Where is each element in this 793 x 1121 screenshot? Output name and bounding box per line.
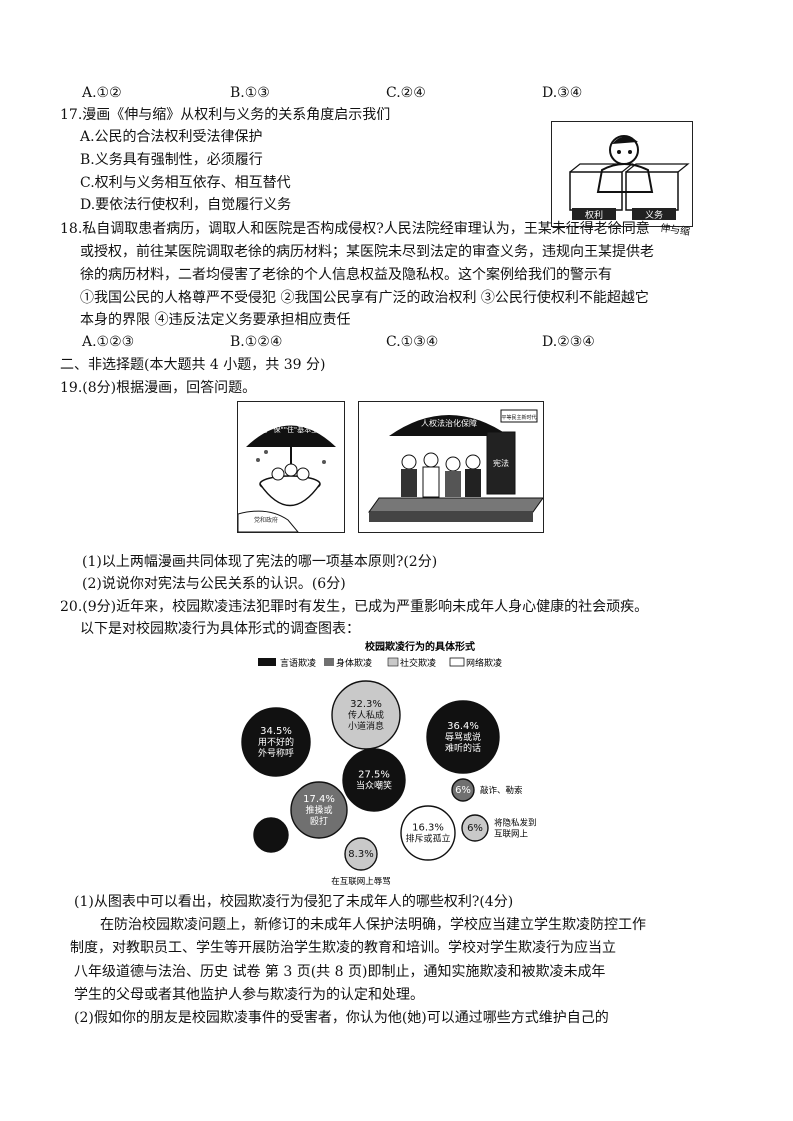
q18-line-5: 本身的界限 ④违反法定义务要承担相应责任 xyxy=(80,312,351,328)
constitution-book-label: 宪法 xyxy=(493,458,509,468)
q17-cartoon: 权利 义务 xyxy=(551,121,693,227)
bubble-side-label-7: 将隐私发到 xyxy=(494,818,537,829)
bubble-value-3: 27.5% xyxy=(358,770,390,781)
q18-option-d: D.②③④ xyxy=(542,334,595,350)
bubble-side-label-7: 互联网上 xyxy=(494,830,529,840)
q18-option-b: B.①②④ xyxy=(230,334,283,350)
cartoon-umbrella-people: 人权法治化保障 平等民主新时代 宪法 xyxy=(368,409,543,522)
bubble-side-label-4: 敲诈、勒索 xyxy=(480,785,523,796)
q20-sub-2: (2)假如你的朋友是校园欺凌事件的受害者，你认为他(她)可以通过哪些方式维护自己… xyxy=(74,1010,609,1026)
q18-line-2: 或授权，前往某医院调取老徐的病历材料；某医院未尽到法定的审查义务，违规向王某提供… xyxy=(80,244,654,260)
cartoon-label-rights: 权利 xyxy=(585,209,603,221)
q18-line-3: 徐的病历材料，二者均侵害了老徐的个人信息权益及隐私权。这个案例给我们的警示有 xyxy=(80,267,612,283)
board-text: 平等民主新时代 xyxy=(501,414,536,421)
chart-title: 校园欺凌行为的具体形式 xyxy=(365,640,475,653)
bubble-0 xyxy=(331,680,401,750)
cartoon-label-duties: 义务 xyxy=(645,209,663,221)
q19-stem: 19.(8分)根据漫画，回答问题。 xyxy=(60,380,257,396)
q19-cartoon-1: "低""保""住"基本生活 党和政府 xyxy=(237,401,345,533)
q18-option-c: C.①③④ xyxy=(386,334,439,350)
legend-swatch-social xyxy=(387,657,399,667)
bubble-label-0: 小道消息 xyxy=(348,720,384,732)
bubble-label-1: 外号称呼 xyxy=(258,747,294,759)
q20-para-2: 制度，对教职员工、学生等开展防治学生欺凌的教育和培训。学校对学生欺凌行为应当立 xyxy=(70,940,616,956)
bubble-2 xyxy=(426,700,500,774)
legend-online: 网络欺凌 xyxy=(466,657,502,669)
bubble-value-9: 8.3% xyxy=(348,849,373,860)
hand-label: 党和政府 xyxy=(254,516,278,524)
q20-stem-2: 以下是对校园欺凌行为具体形式的调查图表： xyxy=(80,621,360,637)
bubble-5 xyxy=(290,781,348,839)
bubble-value-7: 6% xyxy=(467,823,483,834)
q20-sub-1: (1)从图表中可以看出，校园欺凌行为侵犯了未成年人的哪些权利?(4分) xyxy=(74,894,514,910)
bubble-label-2: 难听的话 xyxy=(445,742,481,754)
bubble-9 xyxy=(344,837,378,871)
legend-physical: 身体欺凌 xyxy=(336,657,372,669)
bullying-bubble-chart: 校园欺凌行为的具体形式 言语欺凌 身体欺凌 社交欺凌 网络欺凌 32.3%传人私… xyxy=(241,640,537,887)
q18-line-4: ①我国公民的人格尊严不受侵犯 ②我国公民享有广泛的政治权利 ③公民行使权利不能超… xyxy=(80,290,649,306)
q20-para-3: 八年级道德与法治、历史 试卷 第 3 页(共 8 页)即制止，通知实施欺凌和被欺… xyxy=(74,964,606,980)
bubble-label-0: 传人私成 xyxy=(348,709,384,721)
bubble-label-2: 辱骂或说 xyxy=(445,731,481,743)
legend-swatch-verbal xyxy=(258,658,276,666)
legend-swatch-physical xyxy=(324,658,334,666)
q17-option-a: A.公民的合法权利受法律保护 xyxy=(80,129,263,145)
q16-option-c: C.②④ xyxy=(386,85,426,101)
umbrella-text-2: 人权法治化保障 xyxy=(421,418,477,428)
bubble-3 xyxy=(342,748,406,812)
q19-cartoon-2: 人权法治化保障 平等民主新时代 宪法 xyxy=(358,401,544,533)
q16-option-b: B.①③ xyxy=(230,85,270,101)
legend-verbal: 言语欺凌 xyxy=(280,657,316,669)
legend-social: 社交欺凌 xyxy=(400,657,436,669)
q17-option-b: B.义务具有强制性，必须履行 xyxy=(80,152,263,168)
q18-line-1: 18.私自调取患者病历，调取人和医院是否构成侵权?人民法院经审理认为，王某未征得… xyxy=(60,221,650,237)
bubble-value-0: 32.3% xyxy=(350,699,382,710)
bubble-1 xyxy=(241,707,311,777)
q18-option-a: A.①②③ xyxy=(82,334,135,350)
bubble-label-5: 殴打 xyxy=(310,815,328,827)
bubble-label-6: 排斥或孤立 xyxy=(405,833,450,845)
q16-option-d: D.③④ xyxy=(542,85,583,101)
q20-para-1: 在防治校园欺凌问题上，新修订的未成年人保护法明确，学校应当建立学生欺凌防控工作 xyxy=(100,917,646,933)
q17-stem: 17.漫画《伸与缩》从权利与义务的关系角度启示我们 xyxy=(60,107,391,123)
q20-para-4: 学生的父母或者其他监护人参与欺凌行为的认定和处理。 xyxy=(74,987,424,1003)
bubble-label-3: 当众嘲笑 xyxy=(356,780,392,792)
bubble-value-6: 16.3% xyxy=(412,823,444,834)
cartoon-umbrella-bowl: "低""保""住"基本生活 党和政府 xyxy=(238,425,336,532)
q19-sub-1: (1)以上两幅漫画共同体现了宪法的哪一项基本原则?(2分) xyxy=(82,554,438,570)
cartoon-illustration: 权利 义务 xyxy=(569,135,690,221)
bubble-label-1: 用不好的 xyxy=(258,736,294,748)
chart-legend: 言语欺凌 身体欺凌 社交欺凌 网络欺凌 xyxy=(258,657,502,669)
q20-stem-1: 20.(9分)近年来，校园欺凌违法犯罪时有发生，已成为严重影响未成年人身心健康的… xyxy=(60,599,649,615)
q17-option-d: D.要依法行使权利，自觉履行义务 xyxy=(80,197,292,213)
q19-sub-2: (2)说说你对宪法与公民关系的认识。(6分) xyxy=(82,576,346,592)
legend-swatch-online xyxy=(449,657,465,667)
q16-option-a: A.①② xyxy=(82,85,122,101)
bubble-value-4: 6% xyxy=(455,785,471,796)
bubble-4 xyxy=(451,778,475,802)
umbrella-text-1: "低""保""住"基本生活 xyxy=(257,425,325,434)
bubble-value-2: 36.4% xyxy=(447,721,479,732)
bubble-value-1: 34.5% xyxy=(260,726,292,737)
bubble-7 xyxy=(461,814,489,842)
q17-option-c: C.权利与义务相互依存、相互替代 xyxy=(80,175,291,191)
bubble-value-5: 17.4% xyxy=(303,794,335,805)
bubble-bottom-label-9: 在互联网上辱骂 xyxy=(331,876,391,887)
bubble-label-5: 推搡或 xyxy=(305,804,332,816)
bubble-6 xyxy=(400,805,456,861)
bubble-8 xyxy=(253,817,289,853)
section-heading: 二、非选择题(本大题共 4 小题，共 39 分) xyxy=(60,357,326,373)
q17-cartoon-caption: 伸与缩 xyxy=(659,222,691,239)
